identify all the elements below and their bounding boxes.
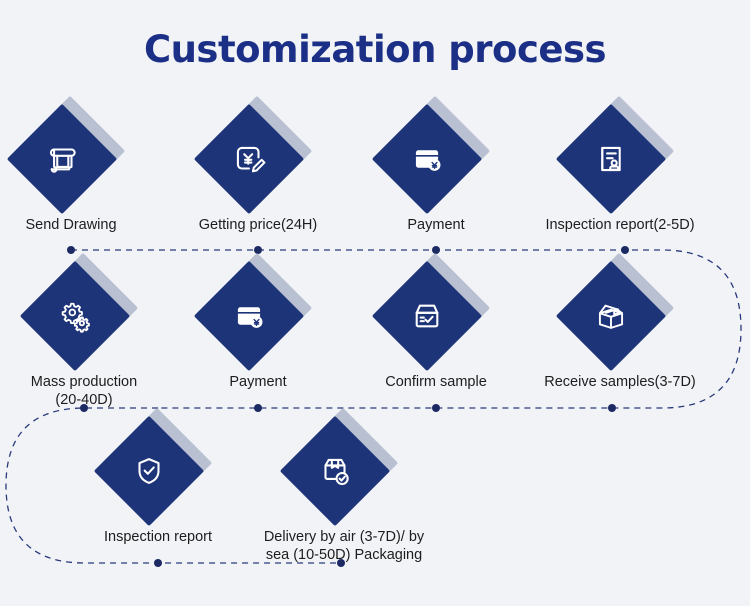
step-getting-price[interactable]: Getting price(24H) — [178, 95, 338, 234]
diamond-shape — [6, 95, 126, 215]
step-delivery-packaging[interactable]: Delivery by air (3-7D)/ by sea (10-50D) … — [254, 407, 434, 564]
shipping-box-icon — [572, 277, 650, 355]
gears-icon — [36, 277, 114, 355]
wallet-yen-icon — [388, 120, 466, 198]
connector-dot — [621, 246, 629, 254]
connector-dot — [608, 404, 616, 412]
shield-check-icon — [110, 432, 188, 510]
box-check-icon — [388, 277, 466, 355]
diamond-shape — [19, 252, 139, 372]
step-label: Payment — [229, 374, 287, 390]
diamond-shape — [555, 95, 675, 215]
diamond-shape — [93, 407, 213, 527]
connector-dot — [67, 246, 75, 254]
diamond-shape — [371, 95, 491, 215]
diamond-shape — [279, 407, 399, 527]
wallet-yen-icon — [210, 277, 288, 355]
step-mass-production[interactable]: Mass production (20-40D) — [4, 252, 164, 409]
step-label: Send Drawing — [25, 217, 117, 233]
step-label: Inspection report — [103, 529, 212, 545]
connector-dot — [254, 404, 262, 412]
page-title: Customization process — [143, 28, 607, 71]
certificate-stamp-icon — [572, 120, 650, 198]
step-label: Payment — [407, 217, 465, 233]
step-send-drawing[interactable]: Send Drawing — [0, 95, 151, 234]
step-payment-2[interactable]: Payment — [178, 252, 338, 391]
step-label: Getting price(24H) — [198, 217, 318, 233]
step-label: Mass production (20-40D) — [30, 374, 138, 408]
diamond-shape — [371, 252, 491, 372]
step-payment-1[interactable]: Payment — [356, 95, 516, 234]
package-check-icon — [296, 432, 374, 510]
step-label: Receive samples(3-7D) — [544, 374, 696, 390]
connector-dot — [154, 559, 162, 567]
step-label: Delivery by air (3-7D)/ by sea (10-50D) … — [263, 529, 425, 563]
step-receive-samples[interactable]: Receive samples(3-7D) — [540, 252, 700, 391]
step-inspection-report[interactable]: Inspection report — [78, 407, 238, 546]
step-label: Inspection report(2-5D) — [545, 217, 695, 233]
step-inspection-report-2-5d[interactable]: Inspection report(2-5D) — [540, 95, 700, 234]
diamond-shape — [193, 252, 313, 372]
blueprint-drawing-icon — [23, 120, 101, 198]
step-confirm-sample[interactable]: Confirm sample — [356, 252, 516, 391]
diamond-shape — [555, 252, 675, 372]
price-quote-yen-pencil-icon — [210, 120, 288, 198]
connector-dot — [432, 404, 440, 412]
diamond-shape — [193, 95, 313, 215]
step-label: Confirm sample — [385, 374, 487, 390]
